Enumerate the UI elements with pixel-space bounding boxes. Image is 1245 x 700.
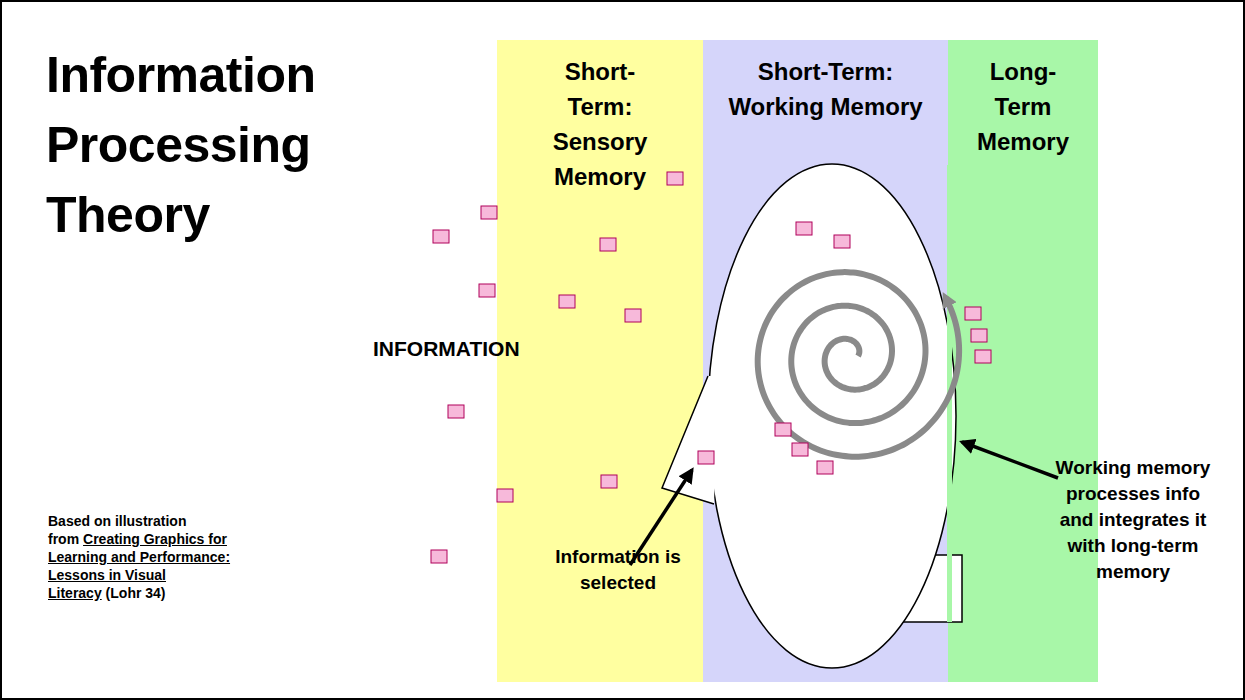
info-square: [971, 329, 987, 342]
band-heading: Short-Term: Working Memory: [726, 54, 926, 124]
source-text: (Lohr 34): [106, 585, 166, 601]
info-square: [497, 489, 513, 502]
memory-band: Long-Term Memory: [948, 40, 1098, 682]
leader-arrow: [962, 442, 1058, 478]
info-square: [600, 238, 616, 251]
nose-fill: [662, 376, 718, 504]
band-heading: Short-Term: Sensory Memory: [540, 54, 660, 194]
callout-note: Working memory processes info and integr…: [1048, 455, 1218, 585]
info-square: [559, 295, 575, 308]
info-square: [448, 405, 464, 418]
diagram-title: Information Processing Theory: [46, 40, 346, 250]
info-square: [601, 475, 617, 488]
info-square: [796, 222, 812, 235]
info-square: [698, 451, 714, 464]
info-square: [433, 230, 449, 243]
info-square: [625, 309, 641, 322]
info-square: [817, 461, 833, 474]
input-label: INFORMATION: [373, 336, 603, 362]
source-note: Based on illustration fromCreating Graph…: [48, 512, 253, 602]
spiral-path: [758, 272, 959, 457]
nose: [662, 376, 714, 504]
spiral: [758, 272, 959, 457]
info-square: [792, 443, 808, 456]
info-square: [975, 350, 991, 363]
info-square: [965, 307, 981, 320]
info-square: [667, 172, 683, 185]
info-square: [479, 284, 495, 297]
info-square: [775, 423, 791, 436]
band-heading: Long-Term Memory: [968, 54, 1078, 159]
info-square: [431, 550, 447, 563]
info-square: [834, 235, 850, 248]
info-square: [481, 206, 497, 219]
callout-note: Information is selected: [538, 544, 698, 596]
info-squares: [431, 172, 991, 563]
